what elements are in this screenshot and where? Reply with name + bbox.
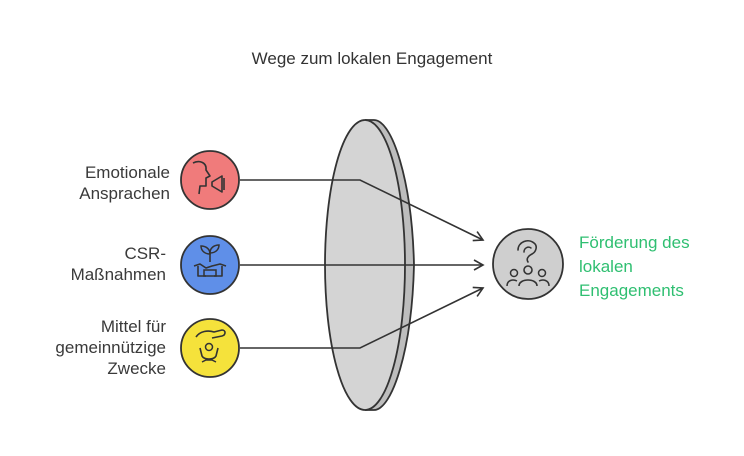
connector-line — [240, 286, 485, 349]
connector-line — [240, 179, 485, 242]
diagram-title: Wege zum lokalen Engagement — [251, 49, 493, 68]
label-mittel-gemeinnuetzig: Mittel für gemeinnützige Zwecke — [55, 317, 166, 378]
megaphone-icon — [180, 150, 240, 210]
label-emotionale-ansprachen: Emotionale Ansprachen — [79, 163, 170, 203]
handshake-plant-icon — [180, 235, 240, 295]
label-csr-massnahmen: CSR- Maßnahmen — [70, 244, 166, 284]
helping-hand-icon — [180, 318, 240, 378]
result-label: Förderung des lokalen Engagements — [579, 233, 690, 300]
community-icon — [492, 228, 564, 300]
